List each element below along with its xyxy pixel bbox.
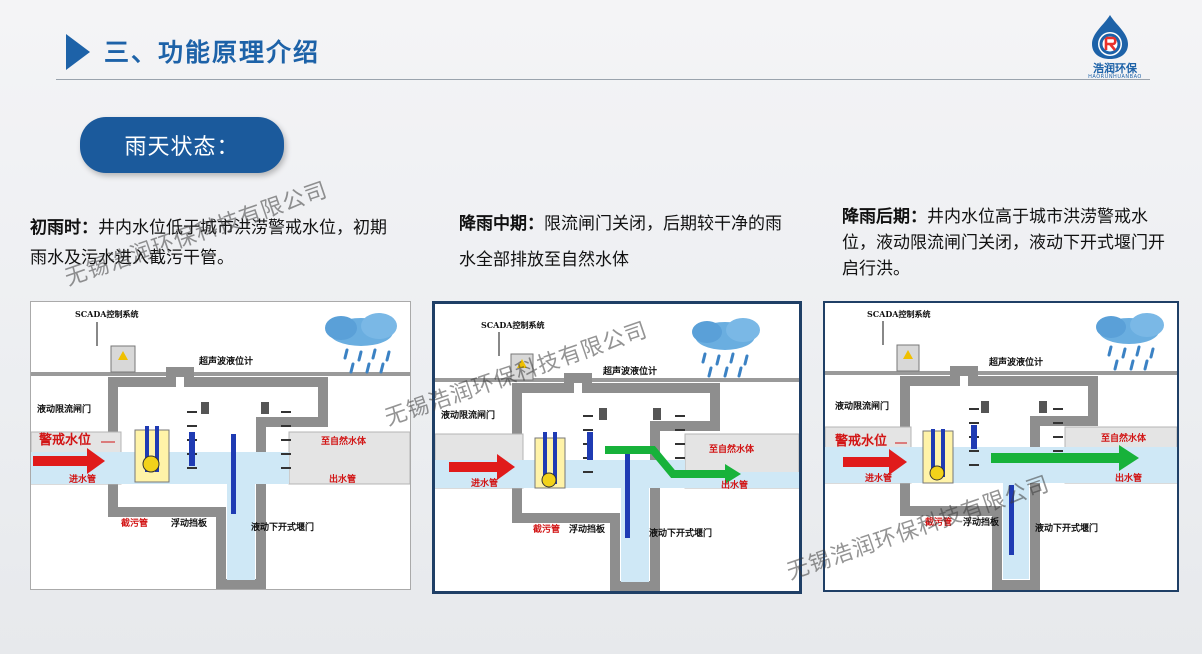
water-drop-logo-icon: [1092, 15, 1128, 59]
rainy-status-label: 雨天状态：: [80, 117, 284, 173]
stage-3-description: 降雨后期：井内水位高于城市洪涝警戒水位，液动限流闸门关闭，液动下开式堰门开启行洪…: [842, 204, 1172, 282]
scada-label: SCADA控制系统: [481, 320, 545, 330]
float-baffle-label: 浮动挡板: [963, 516, 1000, 528]
warning-level-label: 警戒水位: [39, 432, 91, 448]
header-divider: [56, 79, 1150, 80]
rain-cloud-icon: [325, 313, 397, 374]
to-nature-label: 至自然水体: [709, 443, 755, 455]
stage-1-separator: ：: [81, 218, 98, 238]
rain-cloud-icon: [1096, 313, 1164, 371]
inlet-pipe-label: 进水管: [865, 472, 892, 484]
stage-3-separator: ：: [910, 207, 927, 227]
gate-label: 液动限流闸门: [441, 409, 495, 421]
stage-3-text: 井内水位高于城市洪涝警戒水位，液动限流闸门关闭，液动下开式堰门开启行洪。: [842, 207, 1165, 279]
inflow-arrow-icon: [843, 449, 907, 475]
ultrasonic-sensor-label: 超声波液位计: [602, 365, 657, 377]
to-nature-label: 至自然水体: [1101, 432, 1147, 444]
weir-gate-label: 液动下开式堰门: [1035, 522, 1098, 534]
page-title: 三、功能原理介绍: [104, 38, 321, 67]
inlet-pipe-label: 进水管: [471, 477, 498, 489]
scada-label: SCADA控制系统: [75, 309, 139, 319]
float-baffle-label: 浮动挡板: [171, 517, 208, 529]
weir-gate-label: 液动下开式堰门: [251, 521, 314, 533]
gate-label: 液动限流闸门: [37, 403, 91, 415]
stage-1-title: 初雨时: [30, 218, 81, 238]
stage-2-description: 降雨中期：限流闸门关闭，后期较干净的雨水全部排放至自然水体: [459, 206, 789, 278]
outlet-pipe-label: 出水管: [1115, 472, 1142, 484]
weir-gate-label: 液动下开式堰门: [649, 527, 712, 539]
diagram-mid-rain: SCADA控制系统 超声波液位计: [432, 301, 802, 594]
logo-name-en: HAORUNHUANBAO: [1088, 74, 1142, 80]
rain-cloud-icon: [692, 318, 760, 378]
diagram-late-rain: SCADA控制系统 超声波液位计: [823, 301, 1179, 592]
initial-rain-schematic: SCADA控制系统 超声波液位计: [31, 309, 410, 589]
float-baffle-label: 浮动挡板: [569, 523, 606, 535]
outflow-arrow-icon: [991, 445, 1139, 471]
mid-rain-schematic: SCADA控制系统 超声波液位计: [435, 318, 799, 591]
company-logo: 浩润环保 HAORUNHUANBAO: [1076, 14, 1154, 80]
diagram-initial-rain: SCADA控制系统 超声波液位计: [30, 301, 411, 590]
inflow-arrow-icon: [449, 454, 515, 480]
stage-2-separator: ：: [527, 214, 544, 234]
inlet-pipe-label: 进水管: [69, 473, 96, 485]
sewer-pipe-label: 截污管: [925, 516, 952, 528]
inflow-arrow-icon: [33, 448, 105, 474]
ultrasonic-sensor-label: 超声波液位计: [988, 356, 1043, 368]
title-arrow-icon: [66, 34, 90, 70]
logo-name-cn: 浩润环保: [1093, 62, 1137, 75]
warning-level-label: 警戒水位: [835, 433, 887, 449]
stage-2-title: 降雨中期: [459, 214, 527, 234]
outlet-pipe-label: 出水管: [329, 473, 356, 485]
sewer-pipe-label: 截污管: [533, 523, 560, 535]
gate-label: 液动限流闸门: [835, 400, 889, 412]
stage-1-text: 井内水位低于城市洪涝警戒水位，初期雨水及污水进入截污干管。: [30, 218, 387, 268]
scada-label: SCADA控制系统: [867, 309, 931, 319]
stage-1-description: 初雨时：井内水位低于城市洪涝警戒水位，初期雨水及污水进入截污干管。: [30, 213, 390, 273]
late-rain-schematic: SCADA控制系统 超声波液位计: [825, 309, 1177, 590]
stage-2-text: 限流闸门关闭，后期较干净的雨水全部排放至自然水体: [459, 214, 782, 270]
outlet-pipe-label: 出水管: [721, 479, 748, 491]
to-nature-label: 至自然水体: [321, 435, 367, 447]
stage-3-title: 降雨后期: [842, 207, 910, 227]
slide-header: 三、功能原理介绍: [0, 0, 1202, 82]
ultrasonic-sensor-label: 超声波液位计: [198, 355, 253, 367]
sewer-pipe-label: 截污管: [121, 517, 148, 529]
outflow-arrow-icon: [605, 446, 741, 484]
